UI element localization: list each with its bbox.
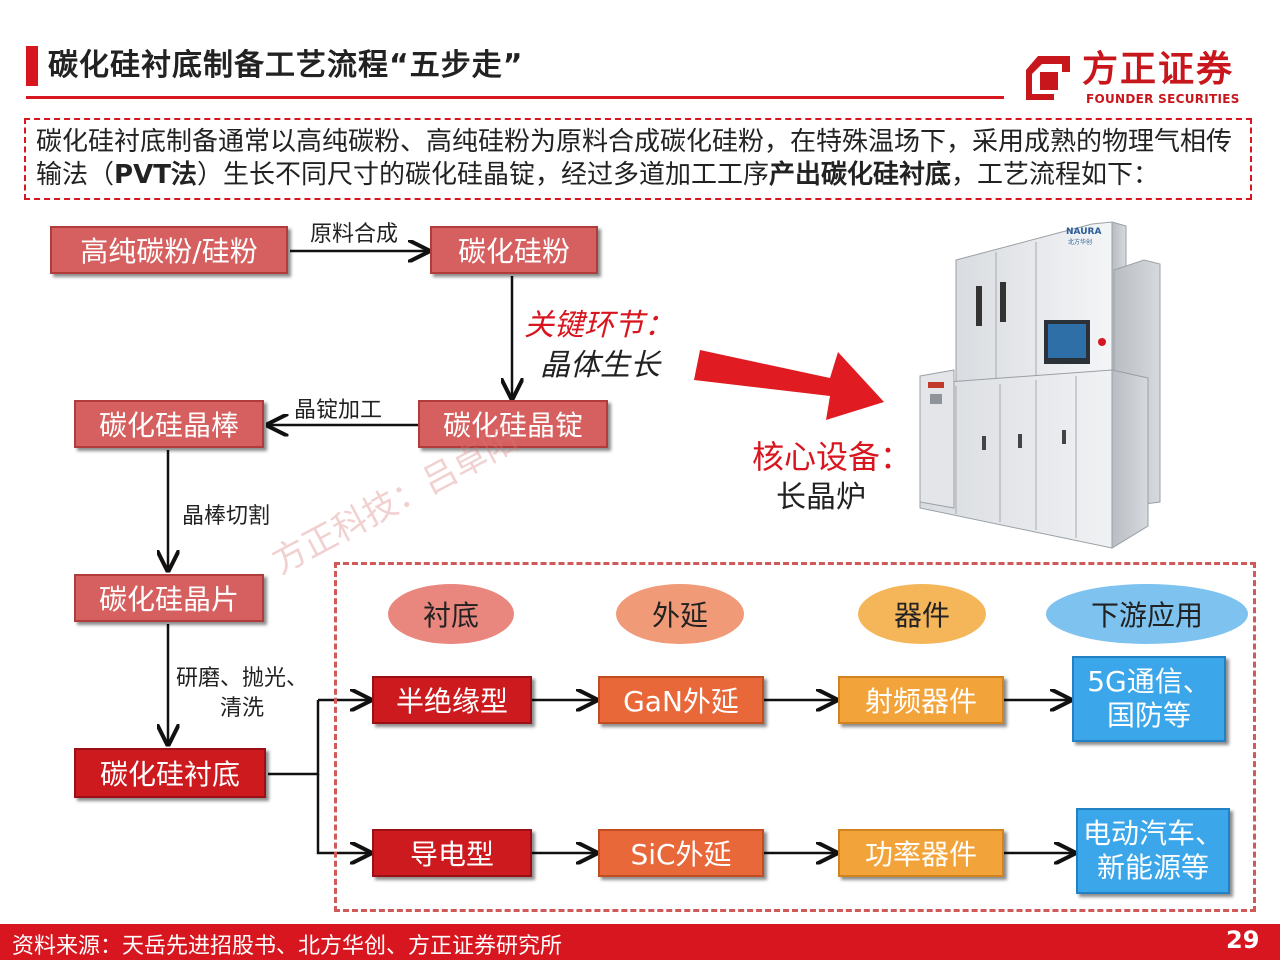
title-accent-bar [26,46,38,86]
row1-device-label: 射频器件 [864,685,977,718]
intro-text-2: ）生长不同尺寸的碳化硅晶锭，经过多道加工工序 [196,160,769,190]
step-label-synthesis: 原料合成 [310,222,399,247]
category-epitaxy: 外延 [616,584,744,644]
box-sic-ingot: 碳化硅晶锭 [418,400,608,448]
box-sic-rod: 碳化硅晶棒 [74,400,264,448]
footer-source: 资料来源：天岳先进招股书、北方华创、方正证券研究所 [12,934,563,959]
box-sic-rod-label: 碳化硅晶棒 [98,409,239,442]
step-label-rod-cutting: 晶棒切割 [182,504,271,529]
category-substrate-label: 衬底 [422,599,479,632]
key-step-title: 关键环节： [524,308,674,343]
box-raw-powder: 高纯碳粉/硅粉 [50,226,288,274]
row1-epitaxy-label: GaN外延 [623,685,739,718]
core-equipment-subtitle: 长晶炉 [776,480,866,515]
key-step-subtitle: 晶体生长 [540,348,660,383]
logo-text-cn: 方正证券 [1082,49,1235,90]
title-divider [26,96,1004,99]
core-equipment-title: 核心设备： [752,438,913,476]
founder-logo-icon [1026,56,1070,100]
box-sic-substrate: 碳化硅衬底 [74,748,266,798]
furnace-brand-text: NAURA [1066,227,1101,237]
row1-epitaxy: GaN外延 [598,676,764,724]
row2-substrate-label: 导电型 [409,838,494,871]
row1-substrate: 半绝缘型 [372,676,532,724]
row1-application: 5G通信、国防等 [1072,656,1226,742]
row2-substrate: 导电型 [372,829,532,877]
box-sic-ingot-label: 碳化硅晶锭 [442,409,583,442]
row2-device: 功率器件 [838,829,1004,877]
logo-text-en: FOUNDER SECURITIES [1086,92,1240,106]
intro-bold-pvt: PVT法 [114,160,197,190]
page-title: 碳化硅衬底制备工艺流程“五步走” [48,48,524,83]
step-label-polish-2: 清洗 [220,696,265,721]
box-sic-powder-label: 碳化硅粉 [457,235,570,268]
step-label-ingot-processing: 晶锭加工 [294,398,383,423]
category-device: 器件 [858,584,986,644]
row2-application: 电动汽车、新能源等 [1076,808,1230,894]
row1-device: 射频器件 [838,676,1004,724]
footer-bar [0,924,1280,960]
row2-device-label: 功率器件 [864,838,977,871]
big-red-arrow [694,350,884,420]
category-substrate: 衬底 [388,584,514,644]
category-device-label: 器件 [893,599,950,632]
branch-line-lower [316,774,370,853]
intro-bold-substrate: 产出碳化硅衬底 [768,160,951,190]
row1-application-line2: 国防等 [1106,699,1191,732]
intro-text-3: ，工艺流程如下： [950,160,1159,190]
box-raw-powder-label: 高纯碳粉/硅粉 [80,235,258,268]
crystal-furnace-image: NAURA 北方华创 [919,221,1161,549]
step-label-polish-1: 研磨、抛光、 [176,666,309,691]
row2-application-line2: 新能源等 [1096,851,1209,884]
category-epitaxy-label: 外延 [651,599,708,632]
box-sic-wafer: 碳化硅晶片 [74,574,264,622]
branch-line [268,700,320,776]
category-application-label: 下游应用 [1090,599,1203,632]
row1-substrate-label: 半绝缘型 [395,685,508,718]
intro-paragraph: 碳化硅衬底制备通常以高纯碳粉、高纯硅粉为原料合成碳化硅粉，在特殊温场下，采用成熟… [24,118,1252,200]
box-sic-powder: 碳化硅粉 [430,226,598,274]
row1-application-line1: 5G通信、 [1087,665,1211,698]
box-sic-substrate-label: 碳化硅衬底 [99,758,240,791]
intro-text-1: 碳化硅衬底制备通常以高纯碳粉、高纯硅粉为原料合成碳化硅粉，在特殊温场下，采用成熟… [36,127,1233,190]
row2-application-line1: 电动汽车、 [1082,817,1223,850]
box-sic-wafer-label: 碳化硅晶片 [98,583,239,616]
furnace-brand-sub-text: 北方华创 [1068,238,1092,246]
row2-epitaxy-label: SiC外延 [630,838,732,871]
page-number: 29 [1226,926,1260,954]
application-panel [334,562,1256,912]
category-application: 下游应用 [1046,584,1248,644]
row2-epitaxy: SiC外延 [598,829,764,877]
